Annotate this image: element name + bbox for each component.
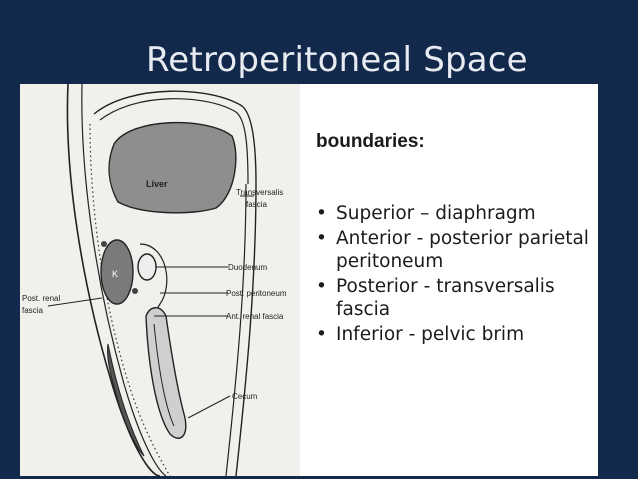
boundaries-heading: boundaries: [316,131,425,152]
diaphragm-outer [93,90,257,185]
label-post-renal: Post. renal [22,294,61,303]
label-transversalis: Transversalis [236,188,284,197]
anterior-wall [235,183,257,476]
anatomy-diagram: Liver K Transversalis fascia Duodenum Po… [20,84,301,476]
label-ant-renal-fascia: Ant. renal fascia [226,312,284,321]
label-transversalis-fascia: fascia [246,200,267,209]
psoas-shape [107,343,145,457]
label-duodenum: Duodenum [228,263,268,272]
anterior-wall-inner [225,183,247,476]
list-item: Anterior - posterior parietal peritoneum [314,227,590,273]
diaphragm-inner [99,98,249,185]
node-2 [132,288,138,294]
leader-post-renal [47,297,103,307]
content-card: boundaries: Superior – diaphragm Anterio… [300,84,598,476]
slide-title: Retroperitoneal Space [146,40,528,80]
leader-cecum [187,395,231,419]
diagram-drawing [47,84,257,476]
duodenum-shape [137,253,157,281]
list-item: Superior – diaphragm [314,202,590,225]
body-wall-outline [66,84,161,476]
list-item: Posterior - transversalis fascia [314,275,590,321]
colon-loop [145,307,187,439]
liver-shape [108,121,237,214]
label-cecum: Cecum [232,392,258,401]
body-wall-inner [81,84,167,476]
colon-inner [153,323,175,427]
label-post-renal-fascia: fascia [22,306,43,315]
node-1 [101,241,107,247]
kidney-shape [100,239,134,305]
list-item: Inferior - pelvic brim [314,323,590,346]
label-kidney: K [112,269,119,279]
label-liver: Liver [146,179,168,189]
boundaries-list: Superior – diaphragm Anterior - posterio… [314,202,590,348]
label-post-peritoneum: Post. peritoneum [226,289,287,298]
